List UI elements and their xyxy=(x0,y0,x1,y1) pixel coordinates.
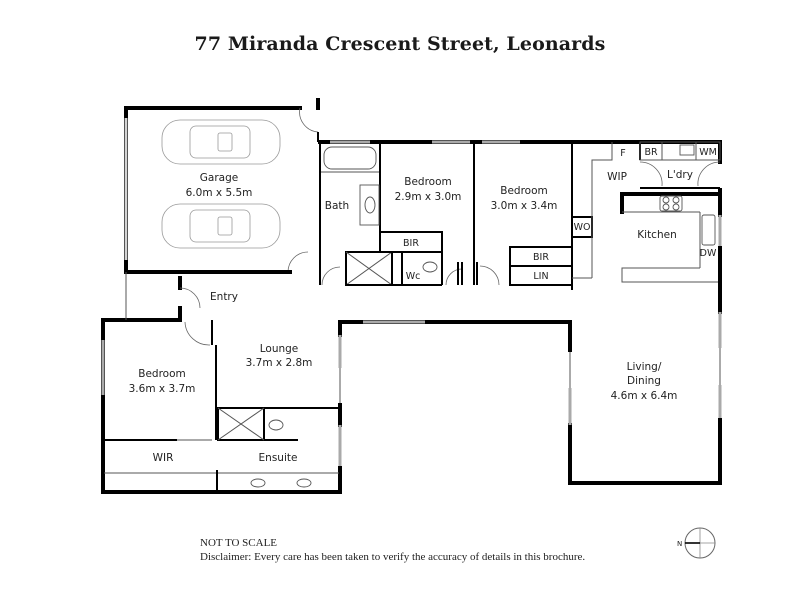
room-label: Entry xyxy=(210,291,238,303)
entry-area: Entry xyxy=(178,270,292,322)
room-label: BIR xyxy=(533,252,549,263)
north-compass-icon: N xyxy=(677,527,716,559)
shower-icon xyxy=(217,407,265,441)
room-label: WIP xyxy=(607,171,627,183)
kitchen-sink-icon xyxy=(701,214,716,246)
scale-note: NOT TO SCALE xyxy=(200,537,278,549)
broom-label: BR xyxy=(644,147,658,158)
living-dining: Living/ Dining 4.6m x 6.4m xyxy=(611,361,678,402)
north-label: N xyxy=(677,540,682,548)
kitchen-room: DW Kitchen xyxy=(620,192,722,283)
room-label: WIR xyxy=(153,452,174,464)
dishwasher-label: DW xyxy=(700,248,717,259)
bathtub-icon xyxy=(323,146,377,170)
room-label: LIN xyxy=(533,271,548,282)
basin-icon xyxy=(296,478,312,488)
room-size: 3.0m x 3.4m xyxy=(491,200,558,212)
room-size: 3.7m x 2.8m xyxy=(246,357,313,369)
room-label: L'dry xyxy=(667,169,693,181)
garage-room: Garage 6.0m x 5.5m xyxy=(124,98,320,274)
room-label: Garage xyxy=(200,172,238,184)
room-label: Lounge xyxy=(260,343,299,355)
fridge-label: F xyxy=(620,148,625,159)
room-label: Dining xyxy=(627,375,661,387)
wip-laundry: F WIP BR WM L'dry xyxy=(572,141,721,279)
room-label: Bedroom xyxy=(404,176,452,188)
sink-icon xyxy=(679,144,695,156)
toilet-icon xyxy=(422,261,438,273)
room-label: Bedroom xyxy=(138,368,186,380)
room-size: 3.6m x 3.7m xyxy=(129,383,196,395)
car-icon xyxy=(161,203,281,249)
room-size: 6.0m x 5.5m xyxy=(186,187,253,199)
room-size: 2.9m x 3.0m xyxy=(395,191,462,203)
room-label: Kitchen xyxy=(637,229,676,241)
room-label: Wc xyxy=(406,271,421,282)
disclaimer: Disclaimer: Every care has been taken to… xyxy=(200,551,586,563)
toilet-icon xyxy=(268,419,284,431)
room-label: Bedroom xyxy=(500,185,548,197)
room-label: Bath xyxy=(325,200,349,212)
master-suite: Bedroom 3.6m x 3.7m Lounge 3.7m x 2.8m W… xyxy=(103,320,340,492)
room-label: Ensuite xyxy=(259,452,298,464)
page-title: 77 Miranda Crescent Street, Leonards xyxy=(194,33,606,55)
room-label: WO xyxy=(574,222,591,233)
room-size: 4.6m x 6.4m xyxy=(611,390,678,402)
washing-machine-label: WM xyxy=(699,147,717,158)
room-label: BIR xyxy=(403,238,419,249)
car-icon xyxy=(161,119,281,165)
basin-icon xyxy=(250,478,266,488)
bath-room: Bath xyxy=(319,142,393,286)
room-label: Living/ xyxy=(627,361,662,373)
bedroom-2: BIR Bedroom 2.9m x 3.0m Wc xyxy=(346,142,475,286)
bedroom-3: Bedroom 3.0m x 3.4m BIR LIN WO xyxy=(476,142,593,290)
